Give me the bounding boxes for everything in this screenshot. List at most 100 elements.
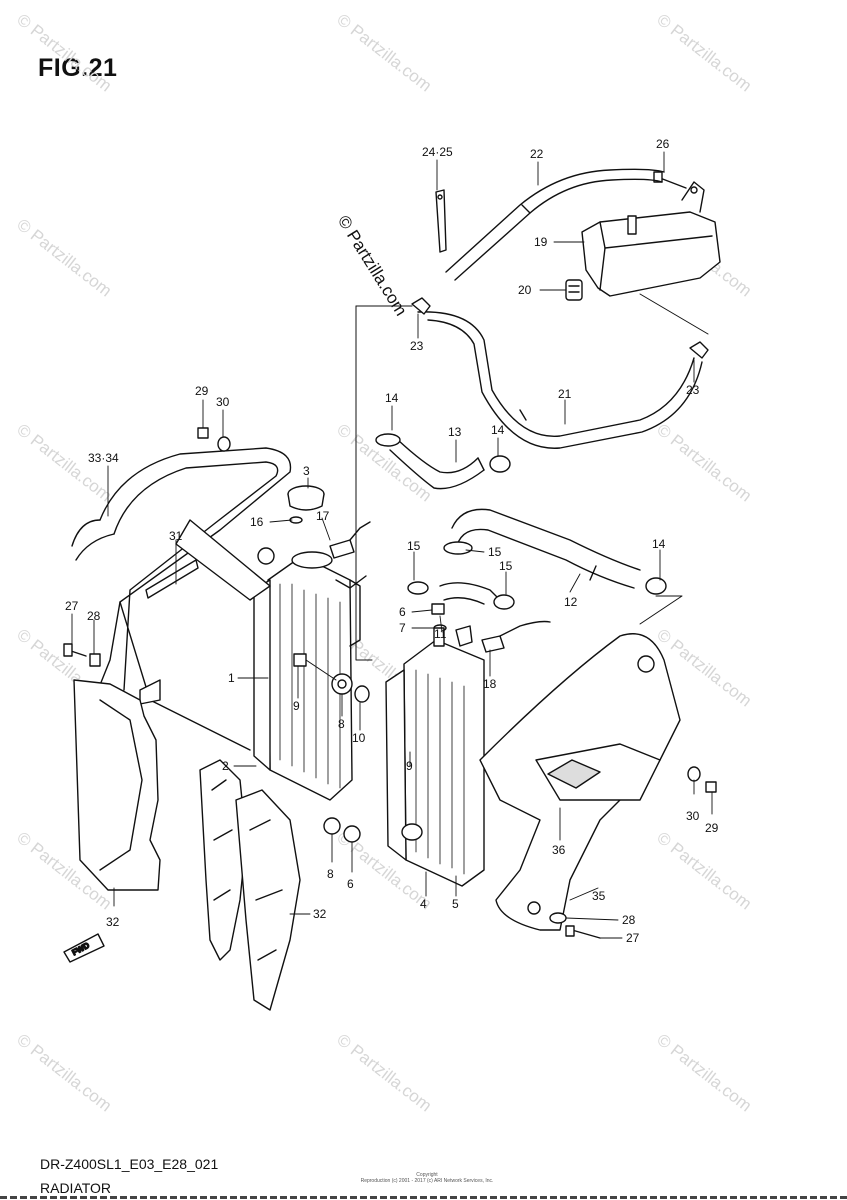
radiator-guard-right[interactable] xyxy=(199,759,301,1011)
callout-6: 6 xyxy=(347,877,354,891)
diagram-name: RADIATOR xyxy=(40,1180,112,1196)
callout-22: 22 xyxy=(530,147,544,161)
hose-clamp[interactable] xyxy=(493,594,515,610)
grommet[interactable] xyxy=(323,817,341,835)
callout-3: 3 xyxy=(303,464,310,478)
grommet[interactable] xyxy=(331,673,353,695)
callout-29: 29 xyxy=(195,384,209,398)
copyright-line: Reproduction (c) 2001 - 2017 (c) ARI Net… xyxy=(360,1178,494,1184)
hose-clamp[interactable] xyxy=(645,577,667,595)
callout-8: 8 xyxy=(338,717,345,731)
grommet[interactable] xyxy=(343,825,361,843)
callout-33-34: 33·34 xyxy=(88,451,119,465)
callout-14: 14 xyxy=(385,391,399,405)
radiator-right[interactable] xyxy=(385,625,485,887)
callout-15: 15 xyxy=(407,539,421,553)
protective-strip[interactable] xyxy=(145,559,199,599)
callout-29: 29 xyxy=(705,821,719,835)
callout-10: 10 xyxy=(352,731,366,745)
overflow-hose[interactable] xyxy=(445,168,665,281)
callout-5: 5 xyxy=(452,897,459,911)
callout-12: 12 xyxy=(564,595,578,609)
grommet[interactable] xyxy=(401,823,423,841)
callout-2: 2 xyxy=(222,759,229,773)
bolt[interactable] xyxy=(197,427,209,439)
radiator-hose-12[interactable] xyxy=(451,508,641,589)
bolt[interactable] xyxy=(63,643,87,657)
callout-36: 36 xyxy=(552,843,566,857)
washer[interactable] xyxy=(217,436,231,452)
hose-strap[interactable] xyxy=(435,189,447,253)
callout-32: 32 xyxy=(313,907,327,921)
callout-24-25: 24·25 xyxy=(422,145,453,159)
callout-labels: 24·25 22 26 19 20 23 23 21 14 13 14 29 3… xyxy=(65,137,719,945)
washer[interactable] xyxy=(687,766,701,782)
hose-clamp[interactable] xyxy=(489,455,511,473)
hose-clamp[interactable] xyxy=(689,341,709,359)
callout-15: 15 xyxy=(488,545,502,559)
grommet[interactable] xyxy=(293,653,307,667)
reservoir-tank[interactable] xyxy=(581,181,721,297)
diagram-code: DR-Z400SL1_E03_E28_021 xyxy=(40,1156,219,1172)
copyright-line: Copyright xyxy=(416,1172,438,1178)
washer[interactable] xyxy=(549,912,567,924)
reservoir-cap[interactable] xyxy=(565,279,583,301)
bottom-rule xyxy=(0,1196,847,1199)
callout-6: 6 xyxy=(399,605,406,619)
callout-32: 32 xyxy=(106,915,120,929)
callout-17: 17 xyxy=(316,509,330,523)
callout-19: 19 xyxy=(534,235,548,249)
callout-14: 14 xyxy=(652,537,666,551)
callout-1: 1 xyxy=(228,671,235,685)
radiator-shroud-right[interactable] xyxy=(479,633,681,931)
callout-30: 30 xyxy=(216,395,230,409)
bolt[interactable] xyxy=(705,781,717,793)
radiator-guard-left[interactable] xyxy=(73,679,161,891)
callout-14: 14 xyxy=(491,423,505,437)
copyright-notice: Copyright Reproduction (c) 2001 - 2017 (… xyxy=(352,1172,502,1184)
hose-clamp[interactable] xyxy=(411,297,431,315)
callout-35: 35 xyxy=(592,889,606,903)
callout-28: 28 xyxy=(622,913,636,927)
callout-8: 8 xyxy=(327,867,334,881)
callout-23: 23 xyxy=(410,339,424,353)
fwd-arrow-icon: FWD xyxy=(63,933,105,963)
callout-18: 18 xyxy=(483,677,497,691)
radiator-left[interactable] xyxy=(253,551,367,801)
radiator-hose-11[interactable] xyxy=(439,582,501,605)
collar[interactable] xyxy=(89,653,101,667)
callout-9: 9 xyxy=(293,699,300,713)
radiator-cap[interactable] xyxy=(287,485,325,511)
callout-27: 27 xyxy=(626,931,640,945)
callout-4: 4 xyxy=(420,897,427,911)
temperature-sensor[interactable] xyxy=(481,620,551,653)
callout-27: 27 xyxy=(65,599,79,613)
callout-30: 30 xyxy=(686,809,700,823)
washer[interactable] xyxy=(354,685,370,703)
callout-31: 31 xyxy=(169,529,183,543)
bolt[interactable] xyxy=(565,925,601,939)
leader-lines xyxy=(71,151,713,939)
hose-clamp[interactable] xyxy=(375,433,401,447)
radiator-shroud-frame[interactable] xyxy=(71,447,292,751)
callout-7: 7 xyxy=(399,621,406,635)
callout-9: 9 xyxy=(406,759,413,773)
figure-title: FIG.21 xyxy=(38,54,118,82)
hose-clamp[interactable] xyxy=(407,581,429,595)
callout-26: 26 xyxy=(656,137,670,151)
callout-23: 23 xyxy=(686,383,700,397)
callout-13: 13 xyxy=(448,425,462,439)
hose-clamp[interactable] xyxy=(443,541,473,555)
callout-16: 16 xyxy=(250,515,264,529)
callout-21: 21 xyxy=(558,387,572,401)
radiator-hose-13[interactable] xyxy=(389,439,485,490)
callout-20: 20 xyxy=(518,283,532,297)
air-bleed-screw[interactable] xyxy=(329,521,371,559)
callout-15: 15 xyxy=(499,559,513,573)
drain-bolt[interactable] xyxy=(431,603,445,615)
bolt[interactable] xyxy=(653,171,687,189)
radiator-hose-upper[interactable] xyxy=(417,311,703,449)
callout-28: 28 xyxy=(87,609,101,623)
callout-11: 11 xyxy=(434,627,447,641)
